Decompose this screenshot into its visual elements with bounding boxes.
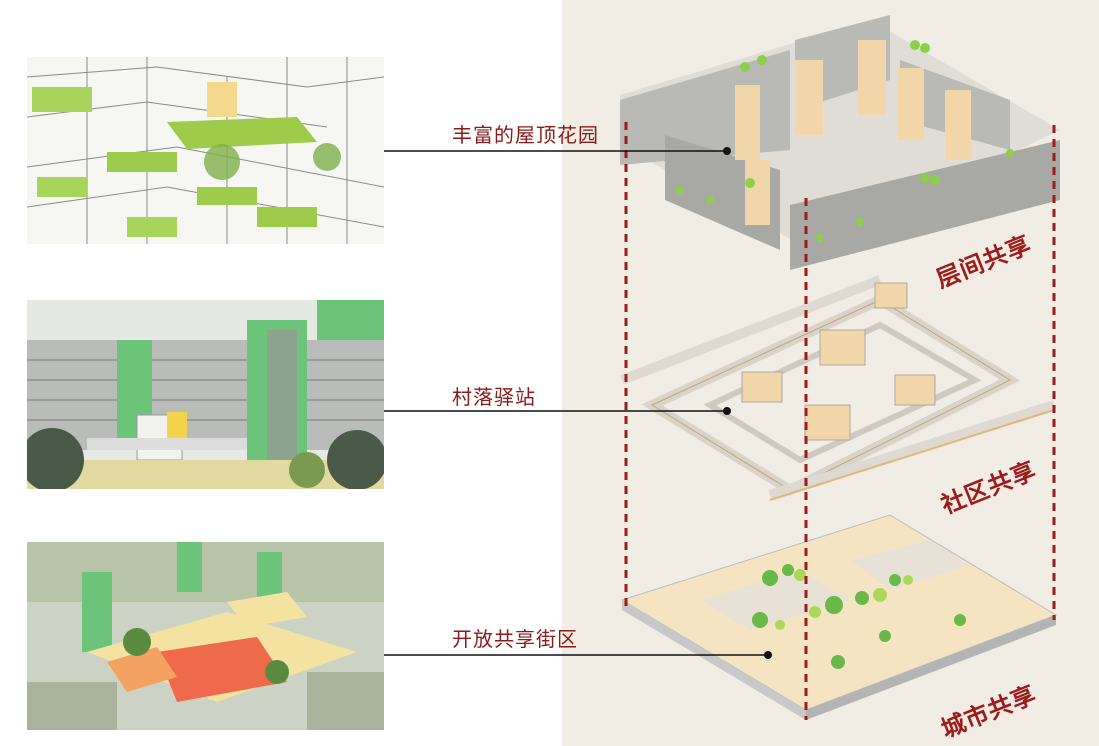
village-station-image [27, 300, 384, 489]
projection-guides [624, 122, 1056, 720]
rooftop-garden-image [27, 57, 384, 244]
city-layer-platform [620, 514, 1058, 720]
callout-rooftop-garden: 丰富的屋顶花园 [452, 123, 599, 147]
community-pods [741, 282, 936, 441]
callout-village-station: 村落驿站 [452, 385, 536, 409]
callout-dot [723, 407, 731, 415]
callout-dot [723, 147, 731, 155]
leader-lines [384, 150, 768, 656]
residential-layer-buildings [620, 15, 1060, 270]
callout-open-street: 开放共享街区 [452, 627, 578, 651]
open-street-image [27, 542, 384, 730]
community-layer-corridors [620, 275, 1056, 501]
callout-dot [764, 651, 772, 659]
